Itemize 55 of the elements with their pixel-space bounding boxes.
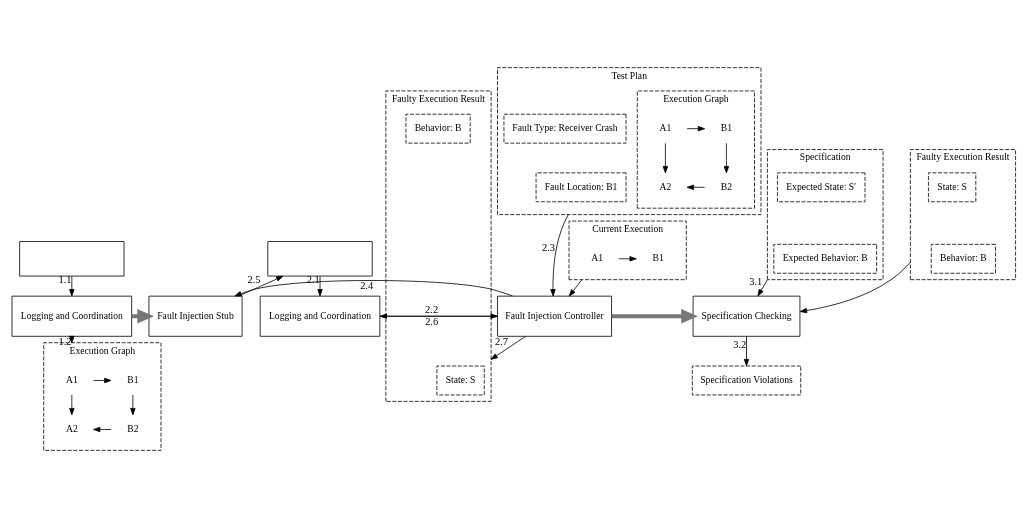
- node-box: [267, 241, 373, 277]
- node-text: A2: [65, 422, 78, 434]
- node-box: Expected State: S′: [777, 172, 866, 203]
- node-box: Fault Location: B1: [535, 172, 627, 203]
- node-box: Fault Injection Controller: [497, 295, 612, 337]
- edge-label: 2.2: [425, 304, 439, 316]
- node-box: Specification Checking: [692, 295, 801, 337]
- edge-label: 2.7: [494, 335, 508, 347]
- arrow: [799, 261, 911, 314]
- node-box: Fault Injection Stub: [148, 295, 243, 337]
- edge-label: 2.4: [360, 279, 374, 291]
- node-text: B1: [127, 373, 139, 385]
- arrow: [618, 256, 637, 262]
- node-text: B2: [127, 422, 139, 434]
- arrow: [662, 142, 669, 174]
- arrow: [550, 214, 569, 297]
- edge-label: 3.2: [733, 339, 747, 351]
- arrow: [130, 394, 136, 416]
- arrow: [723, 142, 730, 174]
- arrow: [379, 313, 498, 319]
- edge-label: 3.1: [749, 276, 763, 288]
- node-text: B1: [720, 122, 733, 134]
- node-box: Behavior: B: [405, 113, 471, 144]
- arrow: [69, 394, 75, 416]
- edge-label: 2.3: [542, 242, 556, 254]
- node-box: Fault Type: Receiver Crash: [503, 113, 627, 144]
- node-box: Specification Violations: [691, 365, 802, 396]
- edge-label: 1.1: [58, 274, 72, 286]
- arrow: [69, 275, 75, 297]
- edge-label: 2.5: [247, 274, 261, 286]
- node-box: [19, 241, 125, 277]
- arrow: [686, 126, 705, 132]
- node-text: A1: [65, 373, 78, 385]
- node-text: B1: [652, 252, 664, 264]
- node-box: State: S: [928, 172, 977, 203]
- arrow: [317, 275, 323, 297]
- edge-label: 2.1: [306, 274, 320, 286]
- node-box: State: S: [436, 365, 485, 396]
- node-text: A1: [591, 252, 603, 264]
- edge-label: 2.6: [425, 315, 439, 327]
- node-text: A2: [659, 180, 672, 192]
- arrow: [93, 426, 112, 433]
- arrow: [686, 184, 705, 190]
- arrow: [743, 336, 750, 367]
- arrow: [611, 308, 698, 324]
- node-box: Behavior: B: [930, 243, 996, 274]
- node-text: A1: [659, 122, 672, 134]
- node-box: Expected Behavior: B: [773, 243, 878, 274]
- arrow: [93, 377, 112, 384]
- arrow: [234, 280, 513, 297]
- arrow: [757, 279, 768, 297]
- arrow: [490, 335, 526, 360]
- arrow: [568, 279, 583, 297]
- node-text: B2: [720, 180, 733, 192]
- node-box: Logging and Coordination: [259, 295, 381, 337]
